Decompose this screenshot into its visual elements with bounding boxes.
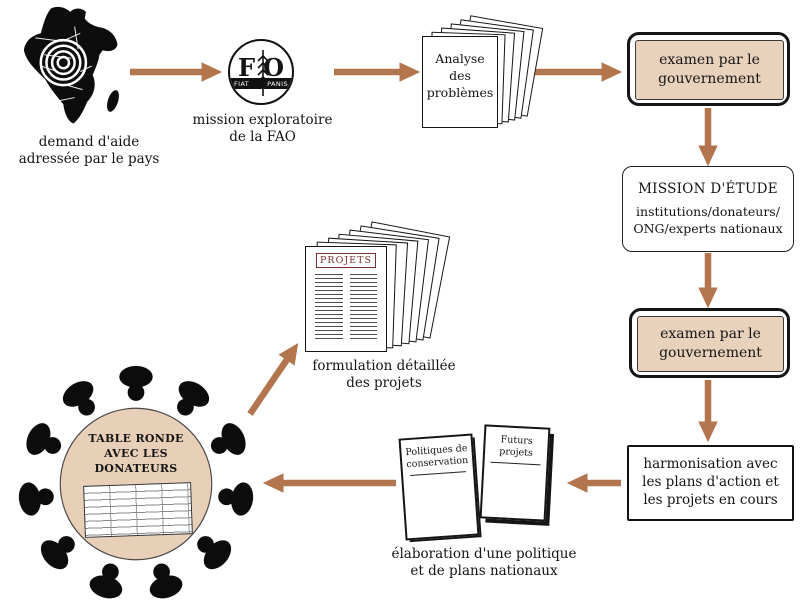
arrow-table-to-projects — [247, 342, 299, 416]
future-projects-doc: Futurs projets — [479, 424, 551, 522]
problem-analysis-label: Analyse des problèmes — [426, 51, 494, 100]
study-mission-box: MISSION D'ÉTUDE institutions/donateurs/ … — [622, 166, 794, 252]
person-icon — [40, 536, 75, 570]
doc-text-columns — [306, 268, 386, 340]
person-icon — [210, 423, 246, 455]
fao-motto-band: FIAT PANIS — [230, 78, 292, 89]
gov-review-mid-label: examen par le gouvernement — [637, 316, 784, 372]
future-projects-doc-title: Futurs projets — [499, 434, 534, 459]
policy-elaboration-caption: élaboration d'une politique et de plans … — [391, 546, 577, 579]
fao-mission-caption: mission exploratoire de la FAO — [192, 112, 333, 145]
projects-front-sheet: PROJETS — [305, 246, 387, 352]
fao-motto-right: PANIS — [267, 79, 288, 88]
donor-persons — [18, 365, 254, 599]
study-mission-title: MISSION D'ÉTUDE — [638, 180, 778, 197]
projects-doc-title: PROJETS — [316, 253, 376, 268]
problem-analysis-front-sheet: Analyse des problèmes — [422, 36, 498, 128]
person-icon — [89, 563, 123, 599]
round-table-label: TABLE RONDE AVEC LES DONATEURS — [88, 432, 184, 475]
doc-text-column — [315, 274, 343, 340]
person-icon — [197, 536, 232, 570]
doc-text-column — [349, 274, 377, 340]
wheat-icon — [257, 50, 269, 96]
round-table-document — [83, 482, 193, 538]
fao-logo-icon: F O FIAT PANIS — [228, 39, 294, 105]
country-request-caption: demand d'aide adressée par le pays — [18, 134, 160, 167]
gov-review-top-box: examen par le gouvernement — [627, 32, 790, 106]
person-icon — [177, 381, 210, 416]
gov-review-mid-box: examen par le gouvernement — [629, 308, 790, 378]
africa-map-icon — [23, 6, 119, 124]
conservation-policy-doc-title: Politiques de conservation — [405, 442, 469, 471]
person-icon — [218, 482, 254, 516]
fao-letter-o: O — [263, 53, 284, 82]
gov-review-top-label: examen par le gouvernement — [635, 40, 784, 100]
fao-letter-f: F — [238, 53, 256, 82]
harmonisation-box: harmonisation avec les plans d'action et… — [627, 445, 794, 521]
person-icon — [149, 563, 183, 599]
projects-doc-stack: PROJETS — [303, 221, 463, 356]
person-icon — [119, 365, 153, 401]
doc-rule — [490, 461, 541, 466]
person-icon — [62, 381, 95, 416]
study-mission-subtitle: institutions/donateurs/ ONG/experts nati… — [633, 203, 783, 236]
conservation-policy-doc: Politiques de conservation — [398, 433, 480, 541]
project-formulation-caption: formulation détaillée des projets — [312, 358, 456, 391]
person-icon — [18, 482, 54, 516]
doc-rule — [410, 470, 467, 476]
problem-analysis-doc-stack: Analyse des problèmes — [420, 15, 552, 130]
round-table-group: TABLE RONDE AVEC LES DONATEURS — [14, 362, 258, 606]
person-icon — [26, 423, 62, 455]
fao-motto-left: FIAT — [234, 79, 250, 88]
